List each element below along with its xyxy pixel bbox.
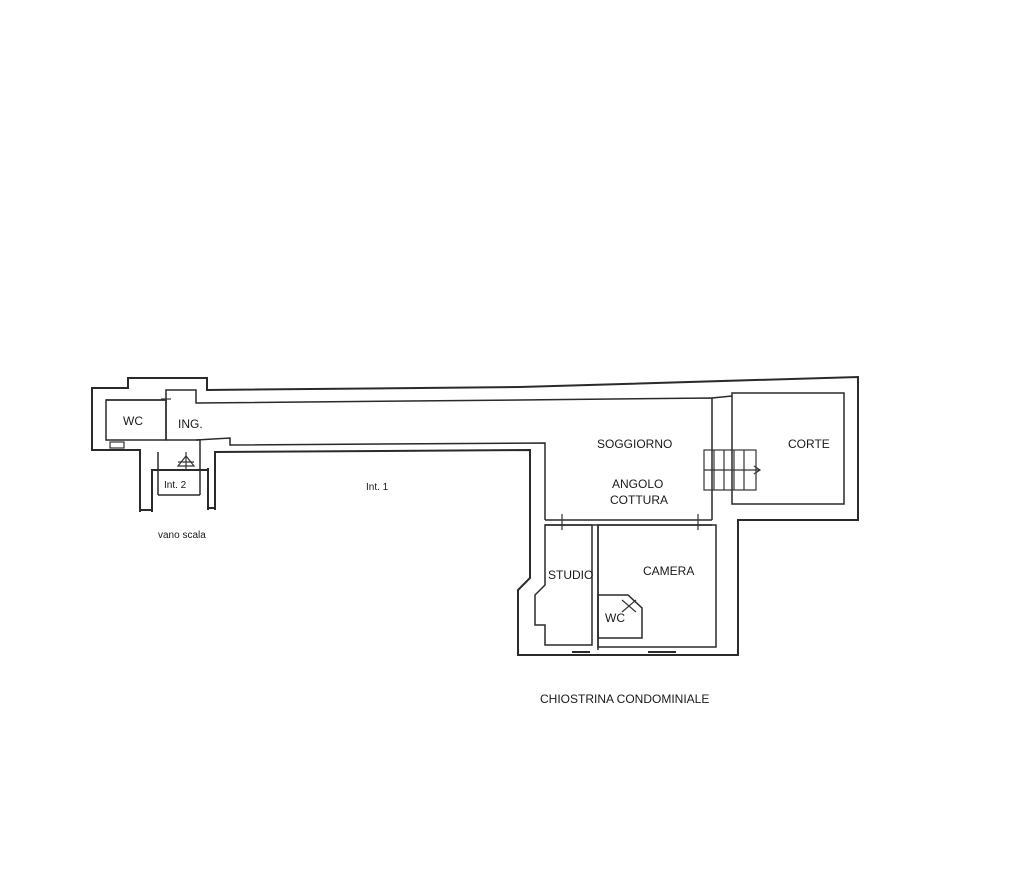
cottura-label: COTTURA bbox=[610, 493, 668, 507]
right-wing bbox=[534, 392, 845, 653]
corte-wall-join bbox=[711, 395, 733, 399]
radiator-icon bbox=[109, 441, 125, 449]
left-wing-outer-wall bbox=[91, 375, 859, 656]
wc-left-label: WC bbox=[123, 414, 143, 428]
vano-scala-label: vano scala bbox=[158, 530, 206, 541]
wc-right-room bbox=[597, 594, 643, 639]
chiostrina-caption: CHIOSTRINA CONDOMINIALE bbox=[540, 692, 709, 706]
door-mark bbox=[621, 599, 637, 613]
camera-label: CAMERA bbox=[643, 564, 694, 578]
studio-room bbox=[534, 524, 593, 646]
corridor-inner-wall bbox=[195, 437, 546, 520]
soggiorno-label: SOGGIORNO bbox=[597, 437, 672, 451]
studio-label: STUDIO bbox=[548, 568, 593, 582]
outer-walls bbox=[91, 375, 859, 656]
camera-room bbox=[597, 524, 717, 648]
wc-right-label: WC bbox=[605, 611, 625, 625]
entry-stair-icon bbox=[176, 452, 196, 470]
corte-label: CORTE bbox=[788, 437, 830, 451]
room-labels: WC ING. Int. 2 vano scala Int. 1 SOGGIOR… bbox=[123, 414, 830, 706]
steps-icon bbox=[703, 449, 762, 491]
angolo-label: ANGOLO bbox=[612, 477, 663, 491]
ingresso-label: ING. bbox=[178, 417, 203, 431]
int1-label: Int. 1 bbox=[366, 482, 389, 493]
corte-room bbox=[731, 392, 845, 505]
left-wing bbox=[105, 394, 216, 512]
int2-label: Int. 2 bbox=[164, 480, 187, 491]
